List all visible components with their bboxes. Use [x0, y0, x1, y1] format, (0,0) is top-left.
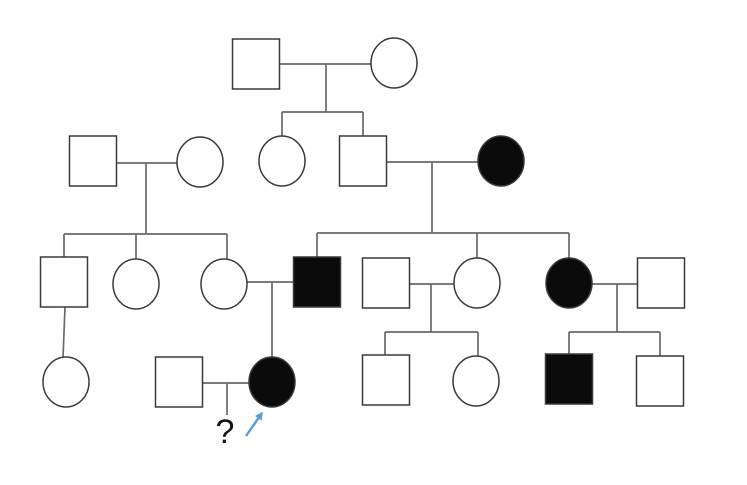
- individual-II-3-female-unaffected: [258, 135, 306, 187]
- connectors-layer: [62, 63, 661, 415]
- individual-IV-4-male-unaffected: [361, 354, 411, 406]
- individual-IV-1-female-unaffected: [42, 356, 90, 408]
- individual-III-1-male-unaffected: [39, 256, 89, 308]
- individual-II-5-female-affected: [477, 135, 525, 187]
- individual-I-1-male-unaffected: [231, 38, 281, 90]
- individual-III-2-female-unaffected: [112, 258, 160, 310]
- individual-IV-2-male-unaffected: [154, 356, 204, 408]
- individual-IV-3-female-affected: [248, 356, 296, 408]
- individual-III-7-female-affected: [545, 257, 593, 309]
- individual-III-3-female-unaffected: [200, 258, 248, 310]
- individual-I-2-female-unaffected: [370, 37, 418, 89]
- individual-II-4-male-unaffected: [338, 135, 388, 187]
- individuals-layer: [39, 37, 686, 408]
- individual-IV-7-male-unaffected: [635, 355, 685, 407]
- individual-IV-5-female-unaffected: [452, 355, 500, 407]
- proband-layer: ?: [216, 411, 263, 451]
- individual-III-6-female-unaffected: [453, 257, 501, 309]
- connector-childline-III1-IV1: [62, 306, 66, 359]
- individual-IV-6-male-affected: [544, 353, 594, 405]
- individual-III-4-male-affected: [292, 256, 342, 308]
- individual-III-8-male-unaffected: [636, 257, 686, 309]
- individual-II-1-male-unaffected: [68, 135, 118, 187]
- individual-III-5-male-unaffected: [361, 257, 411, 309]
- individual-II-2-female-unaffected: [176, 136, 224, 188]
- question-mark-label: ?: [216, 413, 235, 451]
- proband-arrow-icon: [245, 411, 263, 437]
